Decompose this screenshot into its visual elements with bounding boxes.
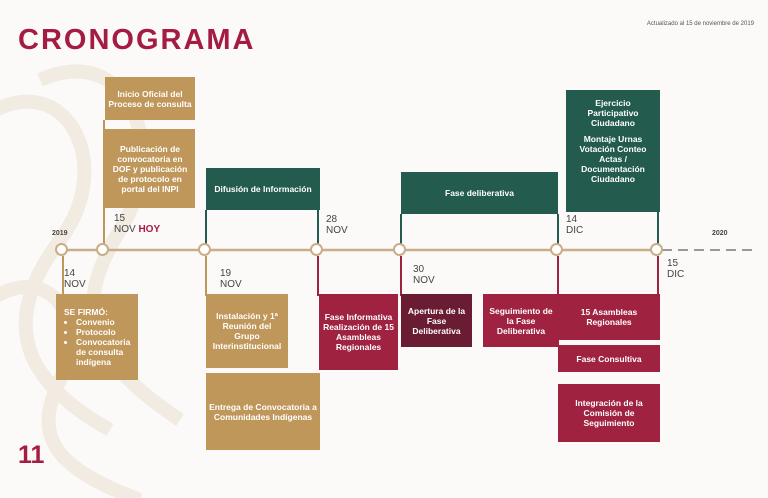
timeline-dot-nov15 [96,243,109,256]
page-title: CRONOGRAMA [18,24,256,56]
box-difusion-informacion: Difusión de Información [206,168,320,210]
connector-nov14 [62,256,64,296]
box-ejercicio-participativo: Ejercicio Participativo Ciudadano Montaj… [566,90,660,212]
box-fase-informativa: Fase Informativa Realización de 15 Asamb… [319,294,398,370]
connector-nov28 [317,256,319,296]
box-fase-consultiva: Fase Consultiva [558,345,660,372]
connector-dic14 [557,256,559,296]
connector-ejercicio [657,212,659,244]
connector-difusion-end [317,210,319,244]
timeline-dot-dic15 [650,243,663,256]
connector-nov15 [103,120,105,244]
timeline-dot-nov19 [198,243,211,256]
updated-date: Actualizado al 15 de noviembre de 2019 [646,21,754,27]
box-entrega-convocatoria: Entrega de Convocatoria a Comunidades In… [206,373,320,450]
box-integracion-comision: Integración de la Comisión de Seguimient… [558,384,660,442]
box-asambleas-regionales: 15 Asambleas Regionales [558,294,660,340]
se-firmo-list: Convenio Protocolo Convocatoria de consu… [64,317,135,367]
connector-deliberativa-end [557,214,559,244]
timeline-dot-dic14 [550,243,563,256]
connector-difusion-start [205,210,207,244]
connector-dic15 [657,256,659,296]
timeline-dot-nov14 [55,243,68,256]
timeline-dot-nov28 [310,243,323,256]
connector-deliberativa-start [400,214,402,244]
box-se-firmo: SE FIRMÓ: Convenio Protocolo Convocatori… [56,294,138,380]
box-inicio-oficial: Inicio Oficial del Proceso de consulta [105,77,195,120]
date-nov15: 15 NOV HOY [114,213,161,235]
box-instalacion-grupo: Instalación y 1ª Reunión del Grupo Inter… [206,294,288,368]
box-publicacion-convocatoria: Publicación de convocatoria en DOF y pub… [105,129,195,208]
page-number: 11 [18,441,45,469]
box-seguimiento-deliberativa: Seguimiento de la Fase Deliberativa [483,294,559,347]
box-fase-deliberativa: Fase deliberativa [401,172,558,214]
today-marker: HOY [138,224,161,235]
box-apertura-deliberativa: Apertura de la Fase Deliberativa [401,294,472,347]
connector-nov19 [205,256,207,296]
connector-nov30 [400,256,402,296]
timeline-dot-nov30 [393,243,406,256]
year-end: 2020 [712,230,728,237]
year-start: 2019 [52,230,68,237]
